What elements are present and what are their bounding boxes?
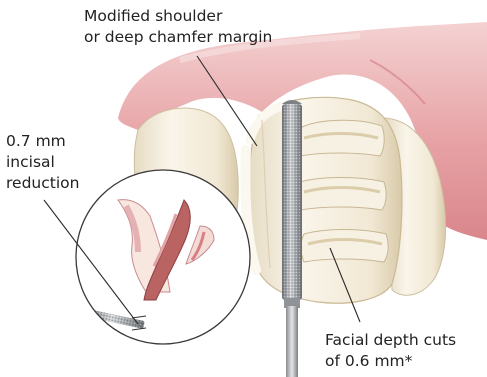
- facial-callout-label: Facial depth cuts of 0.6 mm*: [325, 330, 456, 372]
- facial-label-line-2: of 0.6 mm*: [325, 351, 456, 372]
- incisal-label-line-2: incisal: [6, 152, 79, 173]
- incisal-label-line-3: reduction: [6, 173, 79, 194]
- prepared-tooth: [245, 97, 402, 303]
- diamond-bur: [282, 100, 302, 377]
- facial-label-line-1: Facial depth cuts: [325, 330, 456, 351]
- incisal-callout-label: 0.7 mm incisal reduction: [6, 131, 79, 194]
- margin-callout-label: Modified shoulder or deep chamfer margin: [84, 6, 272, 48]
- incisal-label-line-1: 0.7 mm: [6, 131, 79, 152]
- magnified-section: [76, 170, 250, 344]
- margin-label-line-1: Modified shoulder: [84, 6, 272, 27]
- facial-depth-cuts: [297, 120, 388, 262]
- margin-label-line-2: or deep chamfer margin: [84, 27, 272, 48]
